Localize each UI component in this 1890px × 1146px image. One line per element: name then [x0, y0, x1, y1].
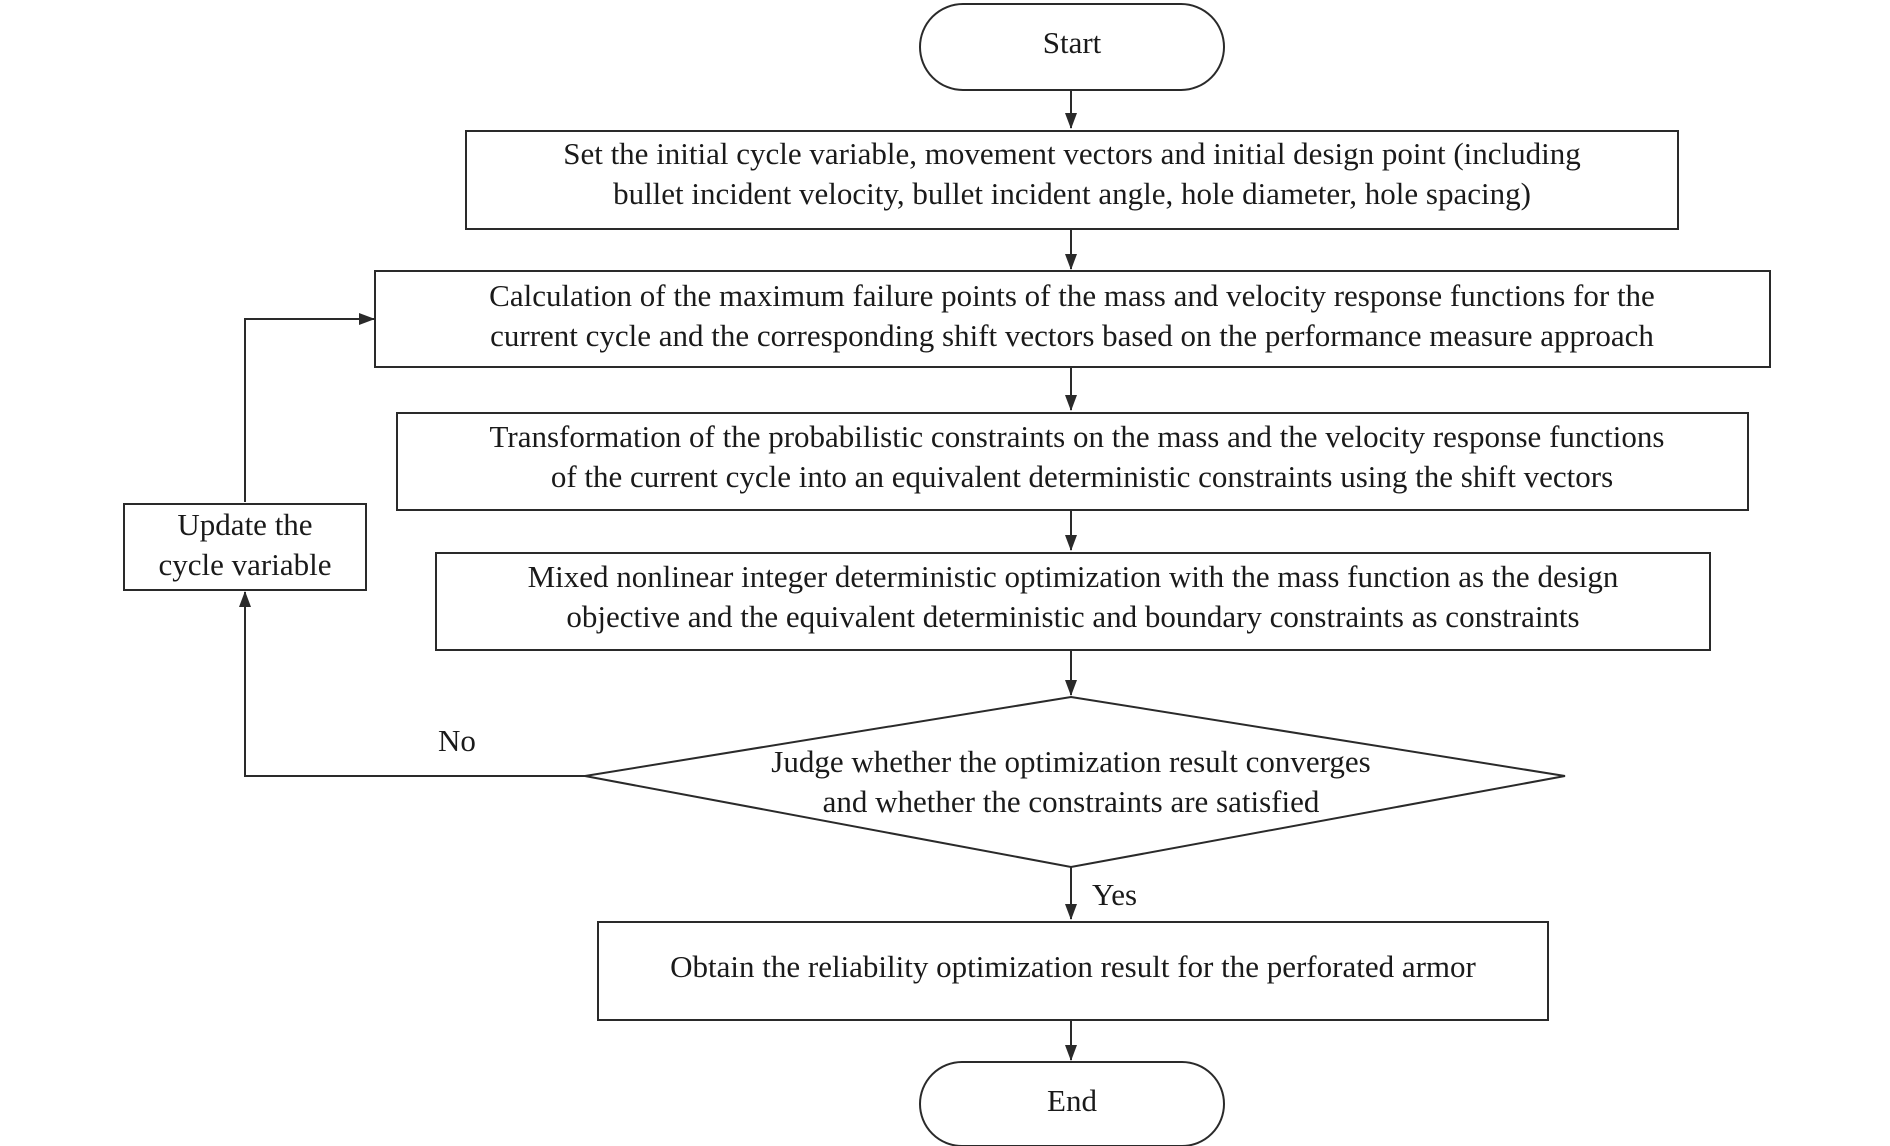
update-label-line-1: Update the: [177, 507, 312, 542]
optimize-label-line-1: Mixed nonlinear integer deterministic op…: [528, 559, 1619, 594]
transform-node: Transformation of the probabilistic cons…: [396, 412, 1749, 511]
transform-label-line-2: of the current cycle into an equivalent …: [551, 459, 1613, 494]
init-label-line-1: Set the initial cycle variable, movement…: [563, 136, 1581, 171]
judge-node: Judge whether the optimization result co…: [584, 695, 1566, 869]
calc-label-line-1: Calculation of the maximum failure point…: [489, 278, 1655, 313]
init-label-line-2: bullet incident velocity, bullet inciden…: [613, 176, 1531, 211]
start-label: Start: [1043, 25, 1102, 60]
update-node: Update the cycle variable: [123, 503, 367, 591]
judge-label-line-2: and whether the constraints are satisfie…: [823, 784, 1320, 819]
transform-label-line-1: Transformation of the probabilistic cons…: [490, 419, 1665, 454]
end-node: End: [919, 1061, 1225, 1146]
edge-update-to-calc: [244, 313, 375, 502]
judge-label-line-1: Judge whether the optimization result co…: [771, 744, 1370, 779]
end-label: End: [1047, 1083, 1097, 1118]
edge-judge-to-update: [239, 591, 585, 777]
edge-label-yes: Yes: [1092, 877, 1137, 912]
calc-label-line-2: current cycle and the corresponding shif…: [490, 318, 1654, 353]
optimize-label-line-2: objective and the equivalent determinist…: [566, 599, 1579, 634]
init-node: Set the initial cycle variable, movement…: [465, 130, 1679, 230]
start-node: Start: [919, 3, 1225, 91]
result-node: Obtain the reliability optimization resu…: [597, 921, 1549, 1021]
edge-label-no: No: [438, 723, 476, 758]
update-label-line-2: cycle variable: [159, 547, 332, 582]
calc-node: Calculation of the maximum failure point…: [374, 270, 1771, 368]
optimize-node: Mixed nonlinear integer deterministic op…: [435, 552, 1711, 651]
result-label: Obtain the reliability optimization resu…: [670, 949, 1476, 984]
